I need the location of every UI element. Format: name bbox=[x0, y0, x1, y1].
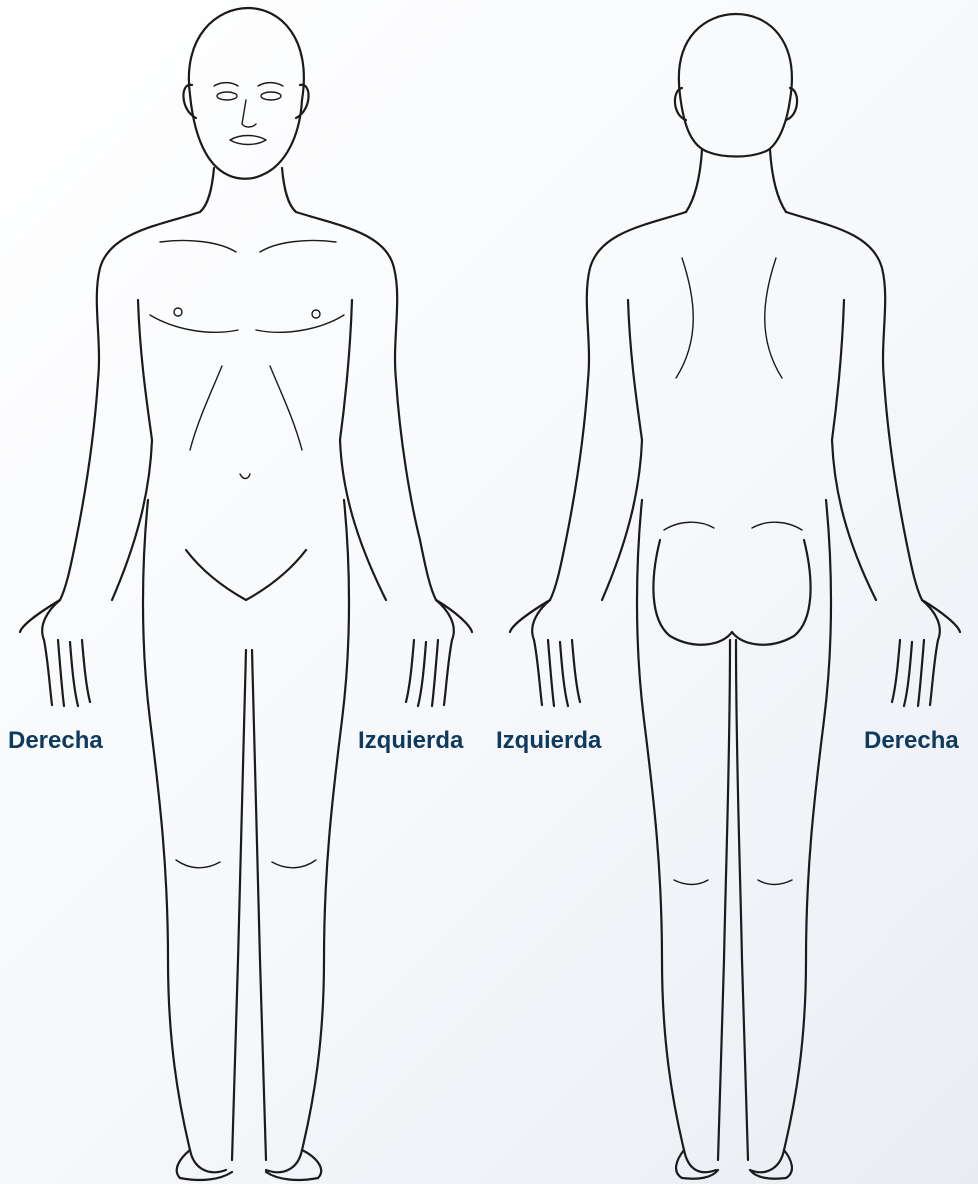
front-navel bbox=[240, 474, 250, 479]
back-hand-right bbox=[892, 600, 940, 706]
back-waist-left bbox=[752, 522, 802, 530]
front-eye-right bbox=[217, 92, 237, 100]
front-left-side-label: Izquierda bbox=[358, 726, 463, 756]
back-torso-outline bbox=[510, 212, 960, 632]
front-arm-left-inner bbox=[340, 300, 386, 600]
front-knee-right bbox=[176, 860, 220, 868]
back-right-side-label: Derecha bbox=[864, 726, 959, 756]
front-arm-right-inner bbox=[112, 300, 152, 600]
front-clavicle-right bbox=[160, 240, 236, 252]
back-neck-right bbox=[686, 150, 702, 212]
back-scapula-right bbox=[765, 258, 782, 378]
back-body-figure bbox=[510, 14, 960, 1179]
front-mouth bbox=[230, 136, 266, 145]
back-head bbox=[679, 14, 792, 157]
front-chest-left bbox=[256, 315, 344, 332]
back-hand-left bbox=[532, 600, 580, 706]
front-nipple-left bbox=[312, 310, 320, 318]
front-hand-right bbox=[42, 600, 90, 706]
back-glutes bbox=[653, 540, 810, 645]
front-neck-right bbox=[200, 168, 214, 212]
front-knee-left bbox=[272, 860, 316, 868]
front-torso-outline bbox=[20, 212, 472, 632]
front-right-side-label: Derecha bbox=[8, 726, 103, 756]
front-hip-lines bbox=[186, 550, 306, 600]
back-arm-left-inner bbox=[602, 300, 642, 600]
back-feet bbox=[676, 1150, 792, 1179]
back-legs-outline bbox=[637, 500, 831, 1172]
front-head bbox=[189, 8, 304, 179]
front-clavicle-left bbox=[260, 240, 336, 252]
front-neck-left bbox=[282, 168, 296, 212]
front-chest-right bbox=[150, 315, 238, 332]
front-nose bbox=[242, 100, 256, 127]
back-waist-right bbox=[664, 522, 714, 530]
front-eye-left bbox=[261, 92, 281, 100]
back-knee-right bbox=[758, 880, 792, 885]
back-left-side-label: Izquierda bbox=[496, 726, 601, 756]
front-rib-right bbox=[190, 366, 222, 450]
front-rib-left bbox=[270, 366, 302, 450]
back-neck-left bbox=[770, 150, 786, 212]
front-brow-left bbox=[258, 83, 283, 86]
front-nipple-right bbox=[174, 308, 182, 316]
front-hand-left bbox=[406, 600, 454, 706]
back-scapula-left bbox=[676, 258, 693, 378]
front-body-figure bbox=[20, 8, 472, 1180]
back-arm-right-inner bbox=[832, 300, 876, 600]
back-knee-left bbox=[674, 880, 708, 885]
front-brow-right bbox=[214, 83, 238, 86]
